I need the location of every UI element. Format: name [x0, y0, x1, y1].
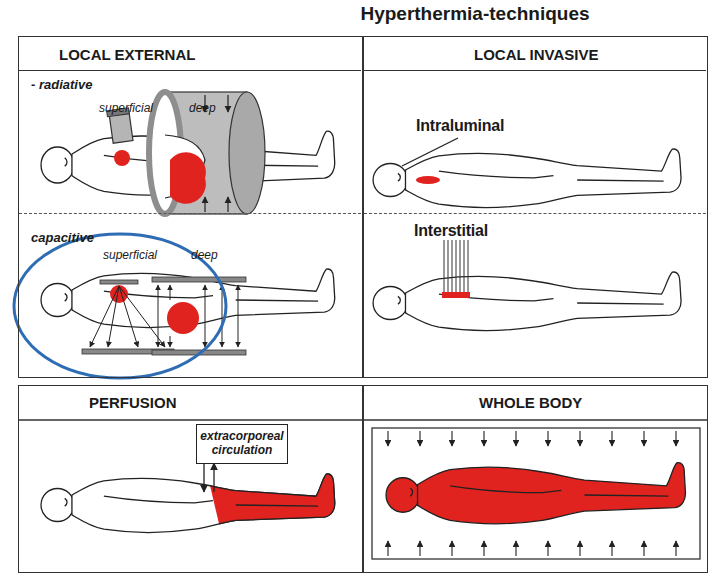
node-heading: extracorporeal circulation: [197, 430, 287, 458]
node-heading: PERFUSION: [89, 394, 177, 411]
perfused-limbs: [41, 474, 335, 533]
technique-panel: WHOLE BODY: [363, 385, 708, 573]
patient-figure: [373, 272, 681, 331]
node-heading: - radiative: [31, 77, 92, 92]
patient-figure-heated: [386, 463, 685, 524]
needle-array: [444, 240, 468, 292]
circulation-arrow: [203, 463, 204, 492]
node-heading: WHOLE BODY: [479, 394, 582, 411]
highlight-ellipse: [14, 234, 226, 378]
diagram-title: Hyperthermia-techniques: [320, 3, 630, 25]
node-heading: LOCAL EXTERNAL: [59, 46, 195, 63]
technique-panel: - radiative superficial deep capacitive supe…: [18, 36, 363, 378]
deep-ring-applicator: [149, 92, 265, 214]
node-heading: Intraluminal: [416, 117, 504, 135]
node-label: deep: [189, 101, 216, 115]
heating-chamber: [372, 428, 700, 559]
deep-capacitive-plates: [152, 277, 246, 355]
catheter-line: [402, 138, 458, 166]
technique-panel: IntraluminalInterstitial LOCAL INVASIVE: [363, 36, 708, 378]
method-panel: - radiative superficial deep: [19, 70, 361, 213]
patient-figure: [41, 474, 335, 533]
method-panel: Intraluminal: [364, 70, 706, 213]
node-label: superficial: [99, 101, 153, 115]
node-label: deep: [191, 248, 218, 262]
superficial-applicator: [107, 108, 133, 166]
heated-zone: [442, 292, 470, 298]
method-panel: Interstitial: [364, 213, 706, 377]
superficial-capacitive-plates: [82, 280, 174, 354]
node-heading: LOCAL INVASIVE: [474, 46, 598, 63]
heated-zone: [416, 176, 440, 184]
node-label: superficial: [103, 248, 157, 262]
circulation-arrow: [213, 463, 214, 492]
node-heading: Interstitial: [414, 222, 488, 240]
node-heading: capacitive: [31, 230, 94, 245]
label-box: extracorporeal circulation: [196, 424, 288, 464]
method-panel: capacitive superficial deep: [19, 213, 361, 377]
technique-panel: extracorporeal circulation PERFUSION: [18, 385, 363, 573]
